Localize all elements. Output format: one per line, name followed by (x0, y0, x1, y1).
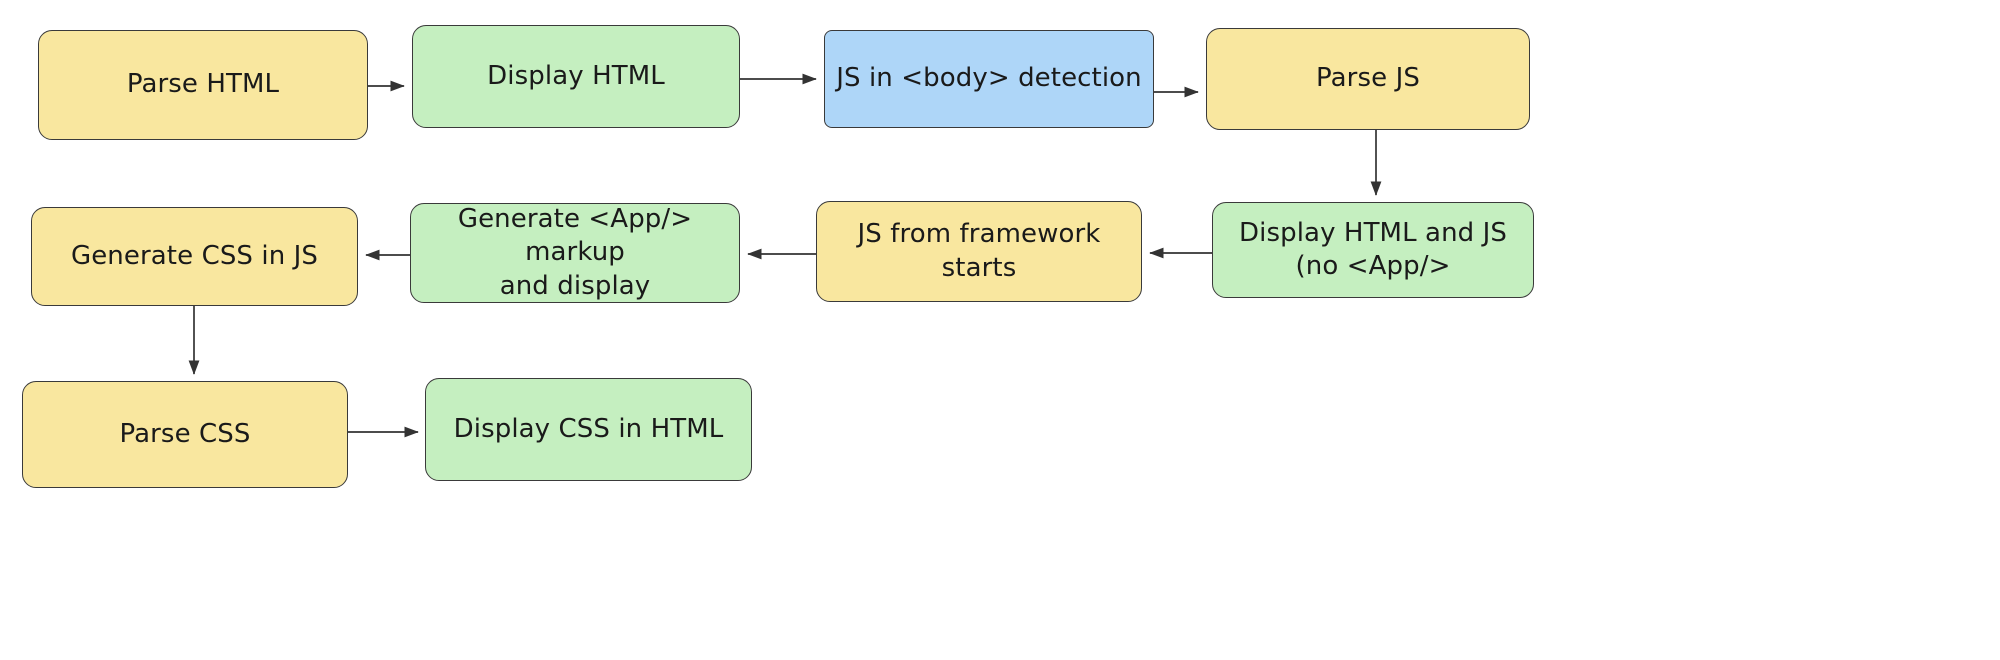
node-display-css-in-html[interactable]: Display CSS in HTML (425, 378, 752, 481)
node-generate-app-markup-and-display[interactable]: Generate <App/> markup and display (410, 203, 740, 303)
node-parse-css[interactable]: Parse CSS (22, 381, 348, 488)
node-display-html[interactable]: Display HTML (412, 25, 740, 128)
node-js-from-framework-starts[interactable]: JS from framework starts (816, 201, 1142, 302)
node-parse-html[interactable]: Parse HTML (38, 30, 368, 140)
node-generate-css-in-js[interactable]: Generate CSS in JS (31, 207, 358, 306)
node-parse-js[interactable]: Parse JS (1206, 28, 1530, 130)
node-display-html-and-js[interactable]: Display HTML and JS (no <App/> (1212, 202, 1534, 298)
node-js-in-body-detection[interactable]: JS in <body> detection (824, 30, 1154, 128)
